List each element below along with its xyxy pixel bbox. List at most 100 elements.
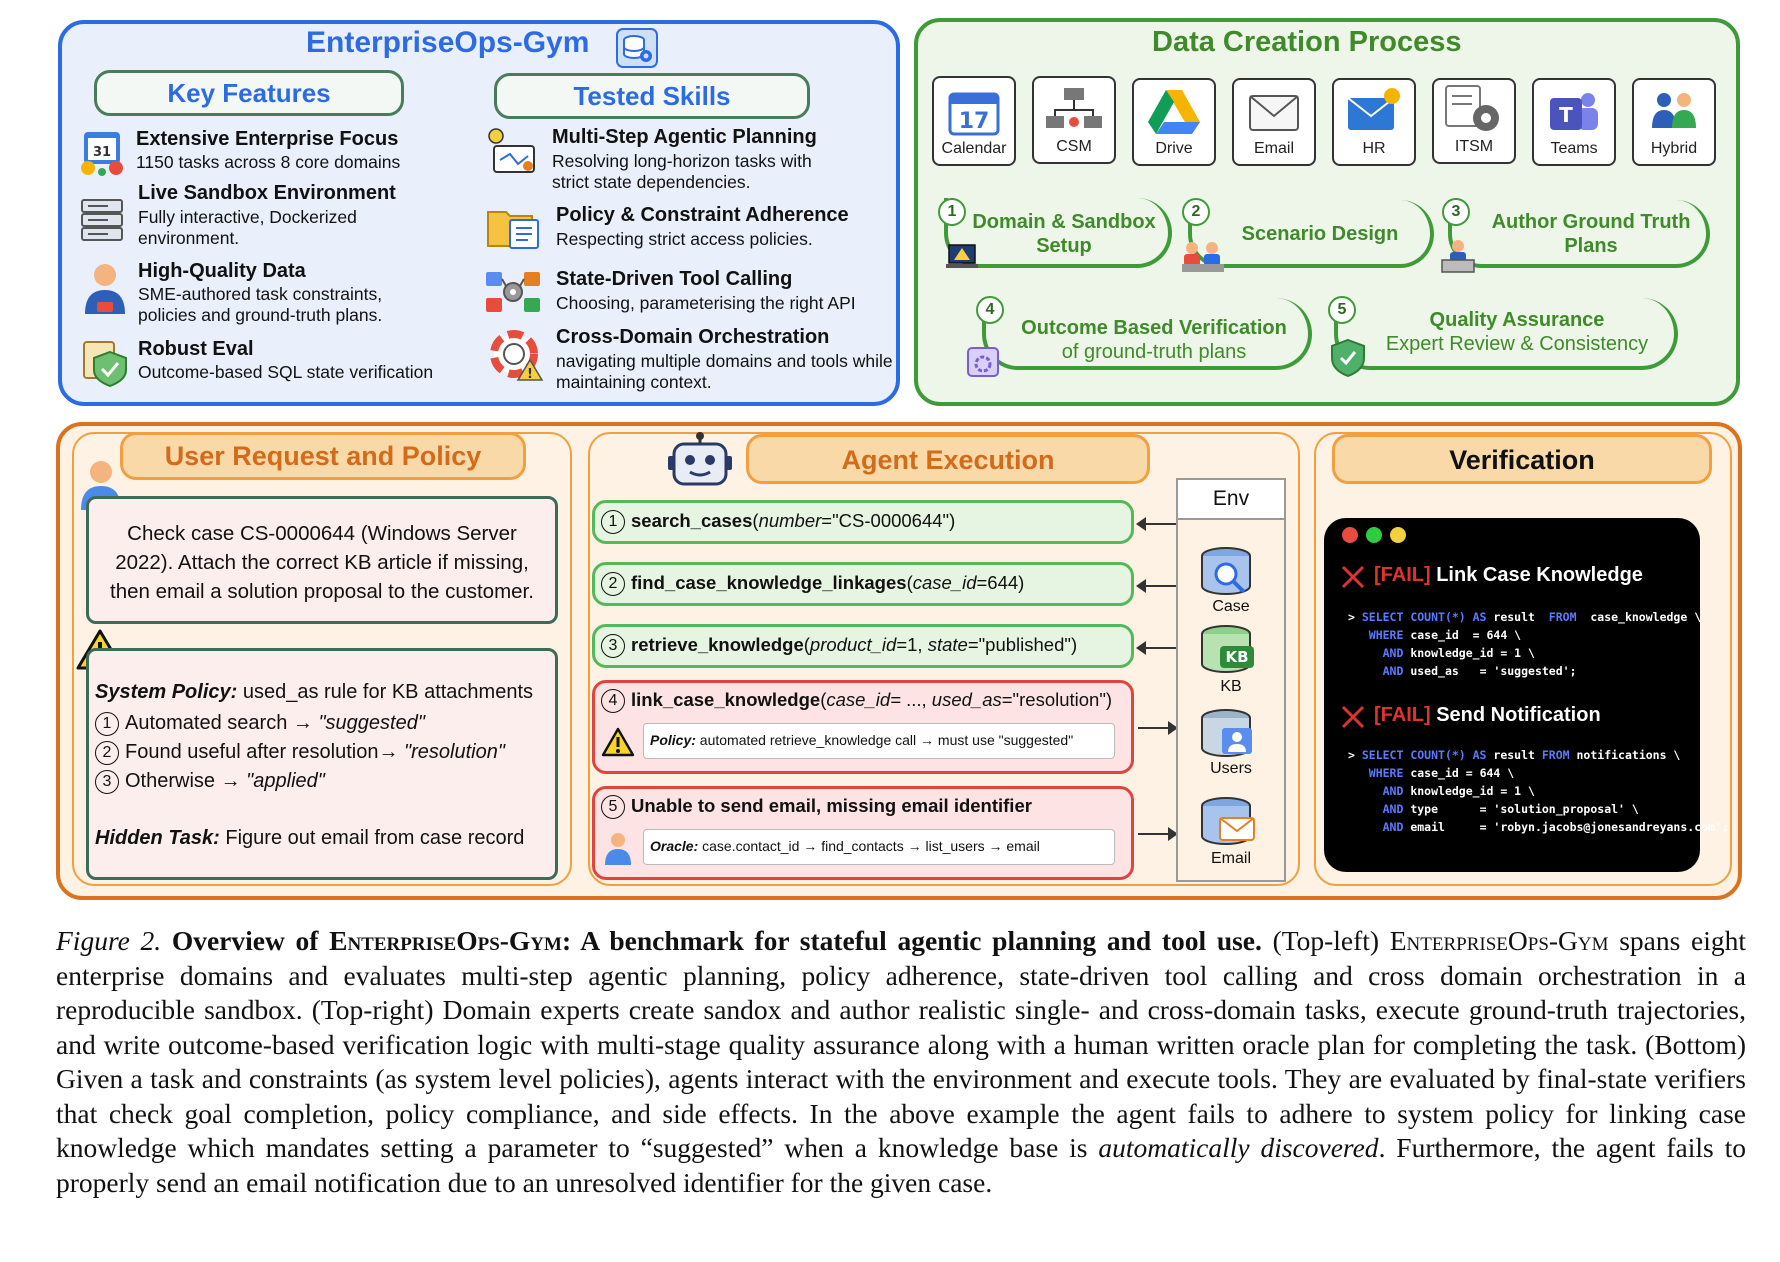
env-item-label: Users: [1210, 760, 1252, 777]
policy-violation-note: Policy: automated retrieve_knowledge cal…: [643, 723, 1115, 759]
skill-desc: Respecting strict access policies.: [556, 229, 813, 249]
planning-flow-icon: [488, 128, 535, 173]
feature-title: Live Sandbox Environment: [138, 182, 396, 204]
minimize-dot-icon: [1390, 527, 1406, 543]
calendar-icon: 17: [948, 92, 1000, 136]
database-gear-icon: [616, 28, 658, 68]
author-desk-icon: [1441, 240, 1475, 273]
domain-hr: HR: [1332, 78, 1416, 166]
envelope-icon: [1249, 95, 1299, 131]
domain-label: Hybrid: [1650, 140, 1698, 157]
sql-line: AND used_as = 'suggested';: [1382, 664, 1577, 678]
fail-x-icon: [1341, 565, 1365, 589]
step-5-bracket: [1334, 298, 1678, 370]
lifebuoy-warning-icon: !: [490, 330, 544, 382]
domain-itsm: ITSM: [1432, 78, 1516, 164]
step-2-bracket: [1188, 200, 1434, 268]
key-features-header: Key Features: [94, 70, 404, 116]
tested-skills-header: Tested Skills: [494, 73, 810, 119]
check-1-sql: > SELECT COUNT(*) AS result FROM case_kn…: [1348, 608, 1701, 680]
itsm-gear-icon: [1445, 85, 1499, 131]
call-4-to-env-arrow: [1138, 721, 1178, 735]
skill-title: Policy & Constraint Adherence: [556, 204, 849, 226]
domain-calendar: 17 Calendar: [932, 76, 1016, 166]
kb-badge: KB: [1225, 648, 1248, 666]
email-db-icon: [1201, 797, 1255, 845]
user-request-header: User Request and Policy: [120, 432, 526, 480]
window-controls: [1342, 527, 1406, 543]
domain-drive: Drive: [1132, 78, 1216, 166]
check-2-heading: [FAIL] Send Notification: [1374, 704, 1601, 726]
domain-label: Teams: [1550, 140, 1598, 157]
domain-label: Calendar: [941, 140, 1007, 157]
warning-triangle-icon: [601, 727, 635, 757]
calendar-apps-icon: 31: [81, 132, 123, 176]
feature-desc: 1150 tasks across 8 core domains: [136, 152, 401, 172]
env-item-label: KB: [1220, 678, 1242, 695]
svg-text:!: !: [527, 367, 533, 382]
step-5-to-env-arrow: [1138, 827, 1178, 841]
env-to-call-1-arrow: [1136, 517, 1176, 531]
env-to-call-2-arrow: [1136, 579, 1176, 593]
step-3-bracket: [1448, 200, 1710, 268]
tool-calling-icon: [486, 272, 540, 312]
policy-folder-icon: [487, 211, 539, 249]
robot-icon: [668, 432, 732, 486]
skill-desc: navigating multiple domains and tools wh…: [556, 351, 893, 392]
fail-x-icon: [1341, 705, 1365, 729]
user-request-text: Check case CS-0000644 (Windows Server 20…: [110, 522, 534, 603]
feature-desc: Fully interactive, Dockerized environmen…: [138, 207, 357, 248]
check-1-heading: [FAIL] Link Case Knowledge: [1374, 564, 1643, 586]
server-rack-icon: [81, 199, 123, 241]
sql-line: AND knowledge_id = 1 \: [1382, 784, 1535, 798]
step-2-number: 2: [1182, 198, 1210, 226]
step-2-label: Scenario Design: [1241, 223, 1399, 245]
gym-title: EnterpriseOps-Gym: [306, 26, 590, 59]
calendar-day: 17: [959, 109, 990, 134]
verification-gear-icon: [967, 347, 999, 377]
skill-desc: Choosing, parameterising the right API: [556, 293, 856, 313]
domain-label: CSM: [1056, 138, 1092, 155]
teams-icon: T: [1550, 93, 1598, 130]
feature-desc: SME-authored task constraints, policies …: [138, 284, 383, 325]
domain-label: ITSM: [1454, 138, 1494, 155]
step-4-number: 4: [976, 296, 1004, 324]
env-header: Env: [1176, 478, 1286, 520]
step-4-bracket: [982, 298, 1312, 370]
users-db-icon: [1201, 709, 1252, 757]
oracle-person-icon: [605, 833, 631, 865]
verification-header: Verification: [1332, 434, 1712, 484]
skill-title: Cross-Domain Orchestration: [556, 326, 830, 348]
skill-title: Multi-Step Agentic Planning: [552, 126, 817, 148]
domain-email: Email: [1232, 78, 1316, 166]
step-1-number: 1: [938, 198, 966, 226]
case-search-db-icon: [1201, 547, 1251, 595]
domain-label: Drive: [1155, 140, 1193, 157]
svg-text:T: T: [1559, 103, 1573, 127]
verification-terminal: [FAIL] Link Case Knowledge > SELECT COUN…: [1324, 518, 1729, 872]
sql-line: AND email = 'robyn.jacobs@jonesandreyans…: [1382, 820, 1729, 834]
sql-line: AND knowledge_id = 1 \: [1382, 646, 1535, 660]
sql-line: AND type = 'solution_proposal' \: [1382, 802, 1639, 816]
kb-db-icon: KB: [1201, 625, 1254, 673]
system-policy-box: System Policy: used_as rule for KB attac…: [86, 648, 558, 880]
workflow-icon: [1046, 88, 1102, 128]
policy-heading: System Policy: used_as rule for KB attac…: [95, 681, 534, 703]
user-request-box: Check case CS-0000644 (Windows Server 20…: [86, 496, 558, 624]
agent-execution-header: Agent Execution: [746, 434, 1150, 484]
env-item-label: Email: [1210, 850, 1251, 867]
env-item-label: Case: [1212, 598, 1250, 615]
